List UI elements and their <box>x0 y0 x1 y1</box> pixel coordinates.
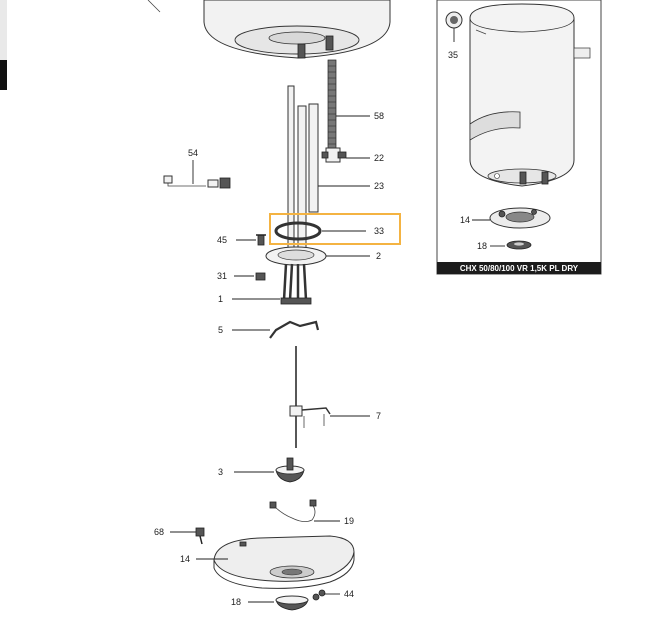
inset-caption-bar <box>437 262 601 274</box>
label-54: 54 <box>188 148 198 158</box>
part-5-bracket[interactable] <box>269 320 320 339</box>
inset-panel: 35 14 18 CHX 50/80/100 VR 1,5K PL DRY <box>436 0 602 275</box>
part-7-thermostat[interactable] <box>289 346 331 448</box>
part-18-gasket[interactable] <box>275 595 309 611</box>
label-5: 5 <box>218 325 223 335</box>
inset-flange[interactable] <box>489 207 551 229</box>
label-18: 18 <box>231 597 241 607</box>
part-68-clip[interactable] <box>195 527 205 545</box>
inset-thermometer-icon[interactable] <box>445 11 487 42</box>
label-7: 7 <box>376 411 381 421</box>
label-1: 1 <box>218 294 223 304</box>
part-19-wire[interactable] <box>269 499 317 522</box>
part-3-thermostat-base[interactable] <box>275 457 305 483</box>
label-23: 23 <box>374 181 384 191</box>
label-58: 58 <box>374 111 384 121</box>
wire-stub <box>147 0 161 13</box>
part-1-heating-element[interactable] <box>280 263 312 305</box>
tank-bottom[interactable] <box>203 0 391 59</box>
inset-label-18: 18 <box>477 241 487 251</box>
inset-gasket[interactable] <box>506 240 532 250</box>
left-edge-strip <box>0 0 7 60</box>
label-19: 19 <box>344 516 354 526</box>
inset-tank[interactable] <box>469 3 591 187</box>
inset-label-35: 35 <box>448 50 458 60</box>
inset-caption: CHX 50/80/100 VR 1,5K PL DRY <box>460 264 579 273</box>
label-3: 3 <box>218 467 223 477</box>
part-58-hose[interactable] <box>327 59 337 151</box>
label-14: 14 <box>180 554 190 564</box>
part-54-cable[interactable] <box>163 175 231 189</box>
highlight-box-33 <box>269 213 401 245</box>
label-44: 44 <box>344 589 354 599</box>
part-31-nut[interactable] <box>255 272 266 281</box>
part-45-screw[interactable] <box>256 234 266 246</box>
label-68: 68 <box>154 527 164 537</box>
part-14-cover[interactable] <box>213 535 355 589</box>
left-edge-block <box>0 60 7 90</box>
part-23-rods[interactable] <box>287 85 319 257</box>
inset-label-14: 14 <box>460 215 470 225</box>
part-2-flange[interactable] <box>265 246 327 266</box>
label-45: 45 <box>217 235 227 245</box>
label-33: 33 <box>374 226 384 236</box>
label-22: 22 <box>374 153 384 163</box>
label-31: 31 <box>217 271 227 281</box>
part-33-gasket[interactable] <box>274 221 322 241</box>
label-2: 2 <box>376 251 381 261</box>
part-22-valve[interactable] <box>321 147 347 163</box>
part-44-screws[interactable] <box>312 589 326 601</box>
